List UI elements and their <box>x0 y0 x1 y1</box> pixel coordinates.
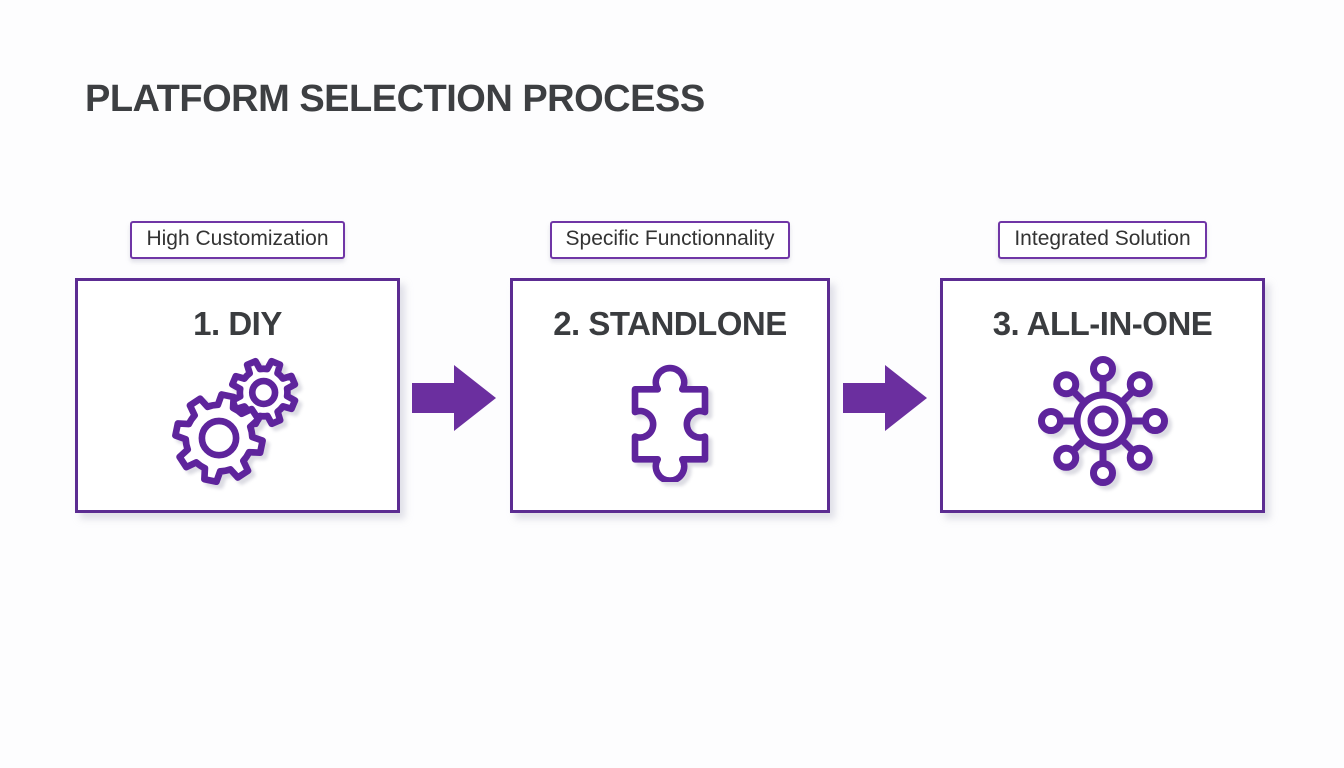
puzzle-piece-icon <box>617 343 723 510</box>
page-title: PLATFORM SELECTION PROCESS <box>85 78 705 120</box>
box-heading-standlone: 2. STANDLONE <box>553 305 787 342</box>
step-all-in-one: Integrated Solution 3. ALL-IN-ONE <box>940 221 1265 513</box>
right-arrow-shape <box>412 365 496 431</box>
hub-network-icon <box>1028 343 1178 510</box>
tag-integrated-solution: Integrated Solution <box>998 221 1207 259</box>
box-heading-diy: 1. DIY <box>193 305 282 342</box>
gears-icon <box>162 343 314 510</box>
right-arrow-shape <box>843 365 927 431</box>
step-diy: High Customization 1. DIY <box>75 221 400 513</box>
tag-high-customization: High Customization <box>130 221 345 259</box>
step-standlone: Specific Functionnality 2. STANDLONE <box>510 221 830 513</box>
box-diy: 1. DIY <box>75 278 400 513</box>
right-arrow-icon <box>843 362 927 434</box>
box-standlone: 2. STANDLONE <box>510 278 830 513</box>
box-all-in-one: 3. ALL-IN-ONE <box>940 278 1265 513</box>
tag-specific-functionality: Specific Functionnality <box>549 221 791 259</box>
box-heading-all-in-one: 3. ALL-IN-ONE <box>992 305 1213 342</box>
right-arrow-icon <box>412 362 496 434</box>
